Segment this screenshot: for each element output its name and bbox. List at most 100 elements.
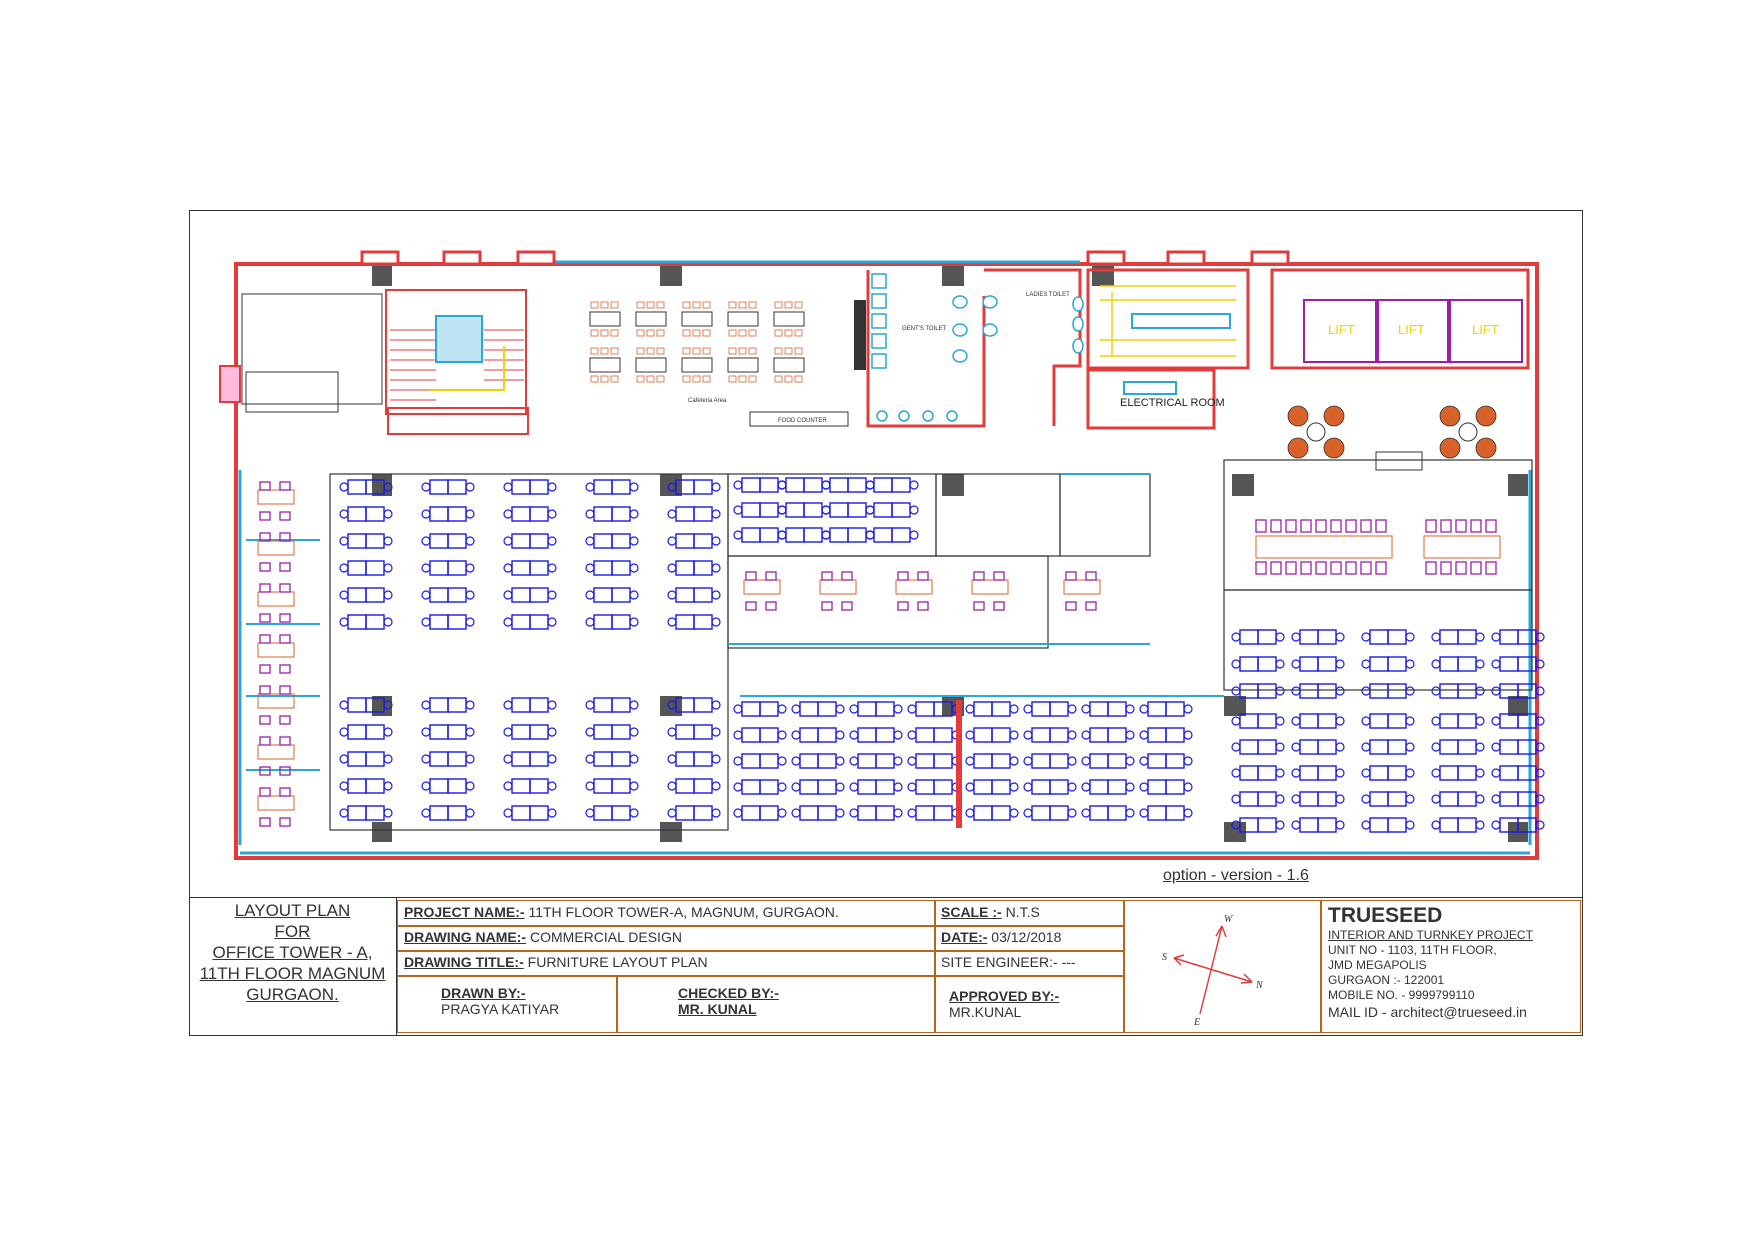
workstation-desk — [915, 779, 935, 795]
lounge-chair — [1323, 405, 1345, 427]
workstation-chair — [1291, 686, 1301, 696]
conference-chair — [1425, 519, 1437, 533]
workstation-desk — [447, 587, 467, 603]
workstation-desk — [593, 587, 613, 603]
workstation-desk — [915, 753, 935, 769]
workstation-desk — [365, 805, 385, 821]
toilet-fixtures — [871, 273, 1084, 422]
cafe-chair — [784, 347, 793, 355]
workstation-desk — [1031, 727, 1051, 743]
workstation-desk — [429, 751, 449, 767]
workstation-chair — [711, 482, 721, 492]
workstation-chair — [1139, 704, 1149, 714]
cabin-chair — [279, 766, 291, 776]
workstation-desk — [1439, 713, 1459, 729]
cabin-chair — [259, 634, 271, 644]
workstation-desk — [611, 587, 631, 603]
workstation-desk — [1317, 713, 1337, 729]
workstation-desk — [759, 805, 779, 821]
workstation-desk — [1369, 656, 1389, 672]
workstation-desk — [873, 502, 893, 518]
workstation-chair — [503, 563, 513, 573]
lounge-chair — [1287, 437, 1309, 459]
workstation-chair — [1183, 730, 1193, 740]
workstation-chair — [547, 563, 557, 573]
layout-title-line: 11TH FLOOR MAGNUM — [199, 964, 386, 983]
company-line: GURGAON :- 122001 — [1328, 973, 1445, 987]
reception-desk — [1375, 451, 1423, 471]
workstation-desk — [759, 753, 779, 769]
workstation-desk — [1439, 739, 1459, 755]
cabin-chair — [279, 583, 291, 593]
workstation-desk — [817, 701, 837, 717]
workstation-chair — [1431, 820, 1441, 830]
workstation-chair — [585, 727, 595, 737]
workstation-chair — [1231, 794, 1241, 804]
workstation-desk — [1369, 765, 1389, 781]
workstation-desk — [447, 560, 467, 576]
workstation-chair — [1535, 659, 1545, 669]
workstation-desk — [1317, 629, 1337, 645]
workstation-chair — [1023, 730, 1033, 740]
workstation-chair — [383, 563, 393, 573]
cabin-desk — [257, 795, 295, 811]
workstation-chair — [965, 704, 975, 714]
cabin-desk — [1063, 579, 1101, 595]
workstation-desk — [429, 533, 449, 549]
workstation-desk — [1031, 701, 1051, 717]
workstation-chair — [1335, 659, 1345, 669]
workstation-chair — [1535, 768, 1545, 778]
workstation-chair — [421, 781, 431, 791]
cafe-chair — [738, 301, 747, 309]
workstation-desk — [1457, 817, 1477, 833]
workstation-desk — [693, 724, 713, 740]
workstation-desk — [511, 560, 531, 576]
workstation-desk — [1517, 683, 1537, 699]
workstation-desk — [759, 779, 779, 795]
workstation-chair — [1475, 742, 1485, 752]
workstation-chair — [547, 509, 557, 519]
workstation-desk — [1107, 701, 1127, 717]
workstation-chair — [1475, 716, 1485, 726]
cabin-chair — [1065, 601, 1077, 611]
cafe-chair — [692, 329, 701, 337]
workstation-desk — [1299, 739, 1319, 755]
cafe-chair — [748, 375, 757, 383]
workstation-desk — [1387, 791, 1407, 807]
workstation-chair — [835, 782, 845, 792]
reception-lounge — [1287, 405, 1497, 459]
cafe-chair — [610, 329, 619, 337]
workstation-desk — [1387, 656, 1407, 672]
workstation-desk — [1257, 817, 1277, 833]
workstation-chair — [1009, 704, 1019, 714]
workstation-desk — [1147, 727, 1167, 743]
cabin-chair — [279, 532, 291, 542]
cafe-chair — [748, 329, 757, 337]
workstation-chair — [909, 530, 919, 540]
cabin-chair — [841, 601, 853, 611]
workstation-chair — [1183, 808, 1193, 818]
workstation-chair — [1535, 686, 1545, 696]
workstation-desk — [817, 727, 837, 743]
workstation-chair — [465, 509, 475, 519]
checked-by-label: CHECKED BY:- — [678, 985, 779, 1001]
cabin-chair — [973, 601, 985, 611]
cafe-chair — [784, 375, 793, 383]
workstation-desk — [799, 805, 819, 821]
workstation-desk — [429, 614, 449, 630]
workstation-desk — [1049, 727, 1069, 743]
conference-chair — [1455, 519, 1467, 533]
cabin-chair — [897, 601, 909, 611]
workstation-chair — [1361, 659, 1371, 669]
workstation-desk — [593, 805, 613, 821]
workstation-chair — [1405, 768, 1415, 778]
workstation-chair — [1275, 820, 1285, 830]
workstation-desk — [347, 506, 367, 522]
workstation-chair — [1081, 704, 1091, 714]
workstation-desk — [511, 506, 531, 522]
workstation-desk — [1517, 629, 1537, 645]
workstation-chair — [585, 563, 595, 573]
workstation-desk — [973, 753, 993, 769]
workstation-desk — [693, 479, 713, 495]
workstation-chair — [733, 782, 743, 792]
